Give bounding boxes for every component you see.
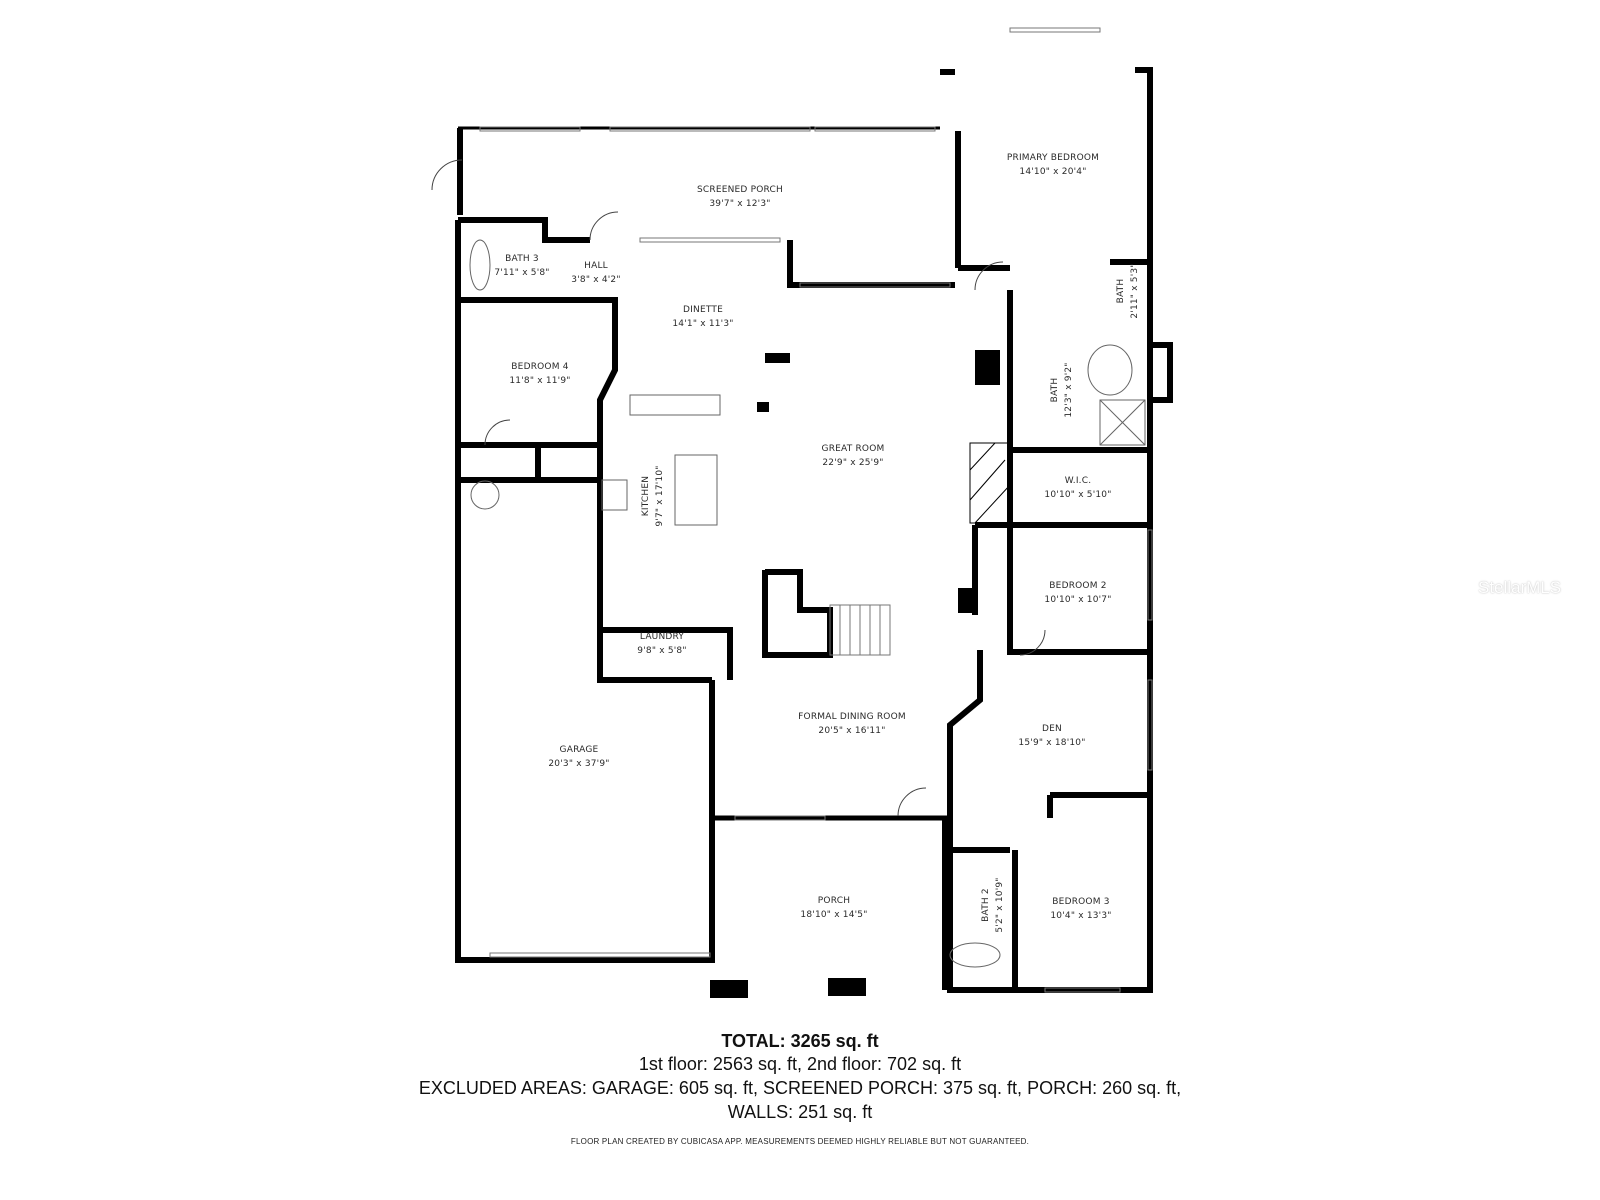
- room-garage: GARAGE 20'3" x 37'9": [548, 743, 609, 771]
- room-bedroom-4: BEDROOM 4 11'8" x 11'9": [509, 360, 570, 388]
- room-name: GARAGE: [559, 745, 599, 755]
- disclaimer: FLOOR PLAN CREATED BY CUBICASA APP. MEAS…: [570, 1137, 1030, 1146]
- room-dimensions: 11'8" x 11'9": [509, 376, 571, 386]
- room-name: DINETTE: [683, 305, 723, 315]
- room-name: DEN: [1042, 724, 1062, 734]
- excluded-areas: EXCLUDED AREAS: GARAGE: 605 sq. ft, SCRE…: [418, 1078, 1182, 1098]
- room-dimensions: 14'1" x 11'3": [672, 319, 734, 329]
- room-name: BATH 2: [981, 888, 991, 922]
- room-name: BATH: [1116, 278, 1126, 304]
- watermark-logo: StellarMLS: [1478, 578, 1562, 597]
- room-name: BEDROOM 2: [1049, 581, 1107, 591]
- room-dimensions: 20'5" x 16'11": [818, 726, 886, 736]
- room-dimensions: 3'8" x 4'2": [571, 275, 621, 285]
- room-wic: W.I.C. 10'10" x 5'10": [1044, 474, 1111, 502]
- room-dimensions: 5'2" x 10'9": [995, 877, 1005, 933]
- room-bedroom-3: BEDROOM 3 10'4" x 13'3": [1050, 895, 1111, 923]
- total-area: TOTAL: 3265 sq. ft: [721, 1031, 879, 1051]
- room-kitchen: KITCHEN 9'7" x 17'10": [639, 465, 667, 526]
- room-name: BEDROOM 4: [511, 362, 569, 372]
- room-den: DEN 15'9" x 18'10": [1018, 722, 1085, 750]
- room-name: W.I.C.: [1064, 476, 1092, 486]
- floor-areas: 1st floor: 2563 sq. ft, 2nd floor: 702 s…: [638, 1054, 962, 1074]
- room-name: SCREENED PORCH: [696, 185, 784, 195]
- room-formal-dining-room: FORMAL DINING ROOM 20'5" x 16'11": [798, 710, 906, 738]
- room-dimensions: 20'3" x 37'9": [548, 759, 610, 769]
- room-name: BATH: [1050, 377, 1060, 403]
- area-summary: TOTAL: 3265 sq. ft 1st floor: 2563 sq. f…: [0, 1030, 1600, 1124]
- room-name: LAUNDRY: [639, 632, 685, 642]
- room-name: PRIMARY BEDROOM: [1006, 153, 1100, 163]
- room-primary-bedroom: PRIMARY BEDROOM 14'10" x 20'4": [1007, 151, 1099, 179]
- floor-plan: SCREENED PORCH 39'7" x 12'3" PRIMARY BED…: [431, 27, 1562, 998]
- room-hall: HALL 3'8" x 4'2": [571, 259, 620, 287]
- room-name: HALL: [584, 261, 608, 271]
- room-dimensions: 39'7" x 12'3": [709, 199, 771, 209]
- room-great-room: GREAT ROOM 22'9" x 25'9": [822, 442, 885, 470]
- room-dimensions: 18'10" x 14'5": [800, 910, 868, 920]
- room-laundry: LAUNDRY 9'8" x 5'8": [637, 630, 686, 658]
- room-primary-wc: BATH 2'11" x 5'3": [1114, 263, 1142, 318]
- room-dinette: DINETTE 14'1" x 11'3": [672, 303, 733, 331]
- room-dimensions: 22'9" x 25'9": [822, 458, 884, 468]
- room-porch: PORCH 18'10" x 14'5": [800, 894, 867, 922]
- walls-area: WALLS: 251 sq. ft: [727, 1102, 873, 1122]
- room-name: GREAT ROOM: [821, 444, 885, 454]
- room-name: FORMAL DINING ROOM: [798, 712, 906, 722]
- floor-plan-drawing: [431, 27, 1173, 998]
- room-bedroom-2: BEDROOM 2 10'10" x 10'7": [1044, 579, 1111, 607]
- room-dimensions: 9'8" x 5'8": [637, 646, 687, 656]
- room-dimensions: 7'11" x 5'8": [494, 268, 550, 278]
- room-dimensions: 10'10" x 10'7": [1044, 595, 1112, 605]
- room-dimensions: 14'10" x 20'4": [1019, 167, 1087, 177]
- room-screened-porch: SCREENED PORCH 39'7" x 12'3": [697, 183, 783, 211]
- room-dimensions: 9'7" x 17'10": [655, 465, 665, 527]
- room-bath-3: BATH 3 7'11" x 5'8": [494, 252, 549, 280]
- room-dimensions: 10'4" x 13'3": [1050, 911, 1112, 921]
- room-dimensions: 10'10" x 5'10": [1044, 490, 1112, 500]
- room-primary-bath: BATH 12'3" x 9'2": [1048, 362, 1076, 417]
- room-bath-2: BATH 2 5'2" x 10'9": [979, 877, 1007, 932]
- room-name: BATH 3: [505, 254, 539, 264]
- room-dimensions: 15'9" x 18'10": [1018, 738, 1086, 748]
- room-name: BEDROOM 3: [1052, 897, 1110, 907]
- room-dimensions: 2'11" x 5'3": [1130, 263, 1140, 319]
- room-dimensions: 12'3" x 9'2": [1064, 362, 1074, 418]
- room-name: PORCH: [817, 896, 851, 906]
- room-name: KITCHEN: [641, 475, 651, 517]
